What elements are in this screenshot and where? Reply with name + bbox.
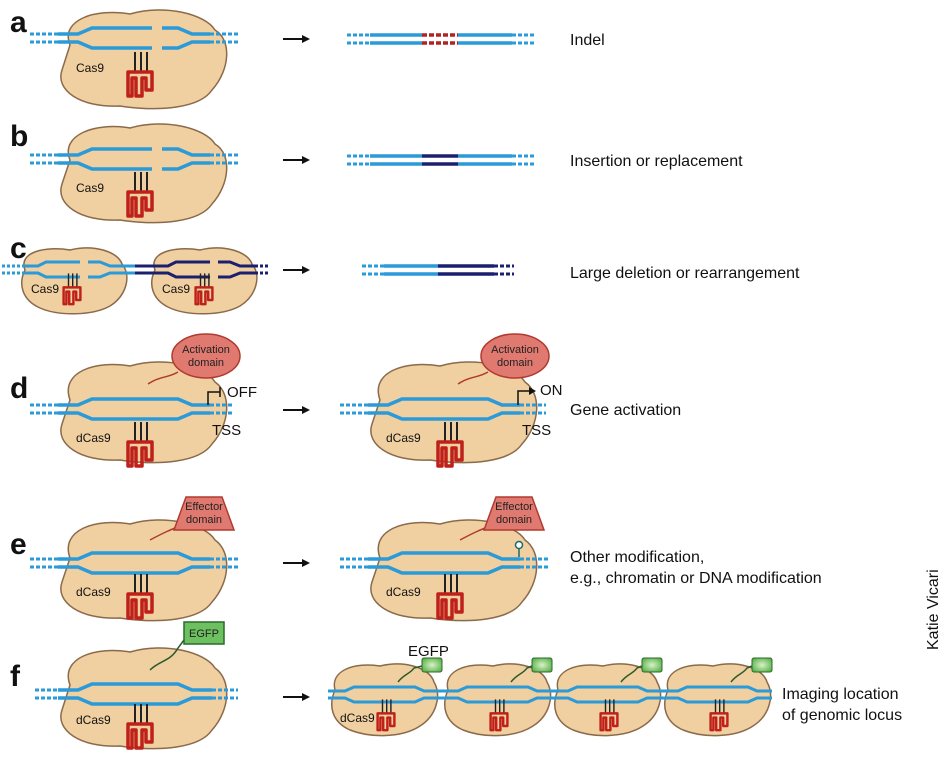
protein-label-right: Cas9 [162,282,190,296]
protein-label: dCas9 [340,711,375,725]
off-symbol-icon [207,387,221,405]
domain-label-1: Effector [495,501,533,513]
on-arrow-icon [517,390,530,405]
cas9-protein [60,123,228,224]
dcas9-protein [60,361,228,464]
egfp-tags [397,657,773,683]
caption-gene-activation: Gene activation [570,402,681,419]
protein-label: Cas9 [76,181,104,195]
caption-imaging-2: of genomic locus [782,707,902,724]
arrow-icon [283,156,310,164]
effector-domain [172,496,236,531]
protein-label: dCas9 [76,585,111,599]
linker [149,639,185,671]
dna-strand [30,26,238,50]
egfp-label: EGFP [189,628,219,640]
artist-credit: Katie Vicari [925,569,942,650]
panel-letter-e: e [10,528,27,561]
panel-a: a Cas9 Indel [10,6,605,110]
activation-domain [480,333,550,379]
cas9-protein [60,9,228,110]
long-dna-strand [328,685,772,704]
panel-e: e Effector domain dCas9 Effector domain [10,496,822,622]
dcas9-protein [60,647,228,750]
arrow-icon [283,266,310,274]
dcas9-protein [370,361,538,464]
dna-strand [30,147,238,171]
edited-dna [347,154,536,166]
off-label: OFF [227,384,257,401]
panel-f: f EGFP dCas9 [10,621,902,750]
dcas9-protein [444,663,552,737]
protein-label: dCas9 [386,431,421,445]
egfp-tag [183,621,225,645]
protein-label: Cas9 [76,61,104,75]
dcas9-protein [370,519,538,622]
linker [147,371,179,385]
edited-dna [347,33,536,45]
panel-letter-d: d [10,372,28,405]
caption-insertion: Insertion or replacement [570,153,743,170]
dna-strand [340,551,548,575]
domain-label-2: domain [497,357,533,369]
arrow-icon [283,406,310,414]
protein-label: dCas9 [386,585,421,599]
dna-strand [30,397,232,421]
caption-deletion: Large deletion or rearrangement [570,265,800,282]
panel-c: c Cas9 Cas9 Large deletion or rearrangem… [2,232,800,315]
egfp-label: EGFP [408,643,449,660]
on-label: ON [540,382,563,399]
egfp-tag [421,657,443,673]
domain-label-2: domain [188,357,224,369]
tss-label: TSS [522,422,551,439]
domain-label-1: Activation [182,344,230,356]
egfp-tag [641,657,663,673]
cas9-protein-left [21,247,128,315]
panel-letter-f: f [10,660,21,693]
dna-strand [340,397,546,421]
arrow-icon [283,35,310,43]
egfp-tag [751,657,773,673]
caption-modification-2: e.g., chromatin or DNA modification [570,570,822,587]
arrow-icon [283,693,310,701]
protein-label: dCas9 [76,431,111,445]
tss-label: TSS [212,422,241,439]
protein-label-left: Cas9 [31,282,59,296]
dcas9-protein [664,663,772,737]
modification-mark-icon [514,540,524,557]
dcas9-protein [331,663,439,737]
dna-strand [30,551,238,575]
caption-modification-1: Other modification, [570,549,704,566]
arrow-icon [283,559,310,567]
dna-strand [2,260,270,279]
linker [457,371,489,385]
domain-label-1: Effector [185,501,223,513]
panel-letter-a: a [10,6,27,39]
caption-imaging-1: Imaging location [782,686,899,703]
panel-d: d Activation domain OFF TSS dCas9 Activa… [10,333,681,468]
panel-letter-c: c [10,232,27,265]
activation-domain [171,333,241,379]
panel-letter-b: b [10,120,28,153]
domain-label-2: domain [186,514,222,526]
dcas9-protein [60,519,228,622]
domain-label-2: domain [496,514,532,526]
edited-dna [362,264,514,276]
effector-domain [482,496,546,531]
protein-label: dCas9 [76,713,111,727]
domain-label-1: Activation [491,344,539,356]
caption-indel: Indel [570,32,605,49]
on-arrowhead-icon [529,387,536,395]
dcas9-protein [554,663,662,737]
egfp-tag [531,657,553,673]
panel-b: b Cas9 Insertion or replacement [10,120,743,224]
